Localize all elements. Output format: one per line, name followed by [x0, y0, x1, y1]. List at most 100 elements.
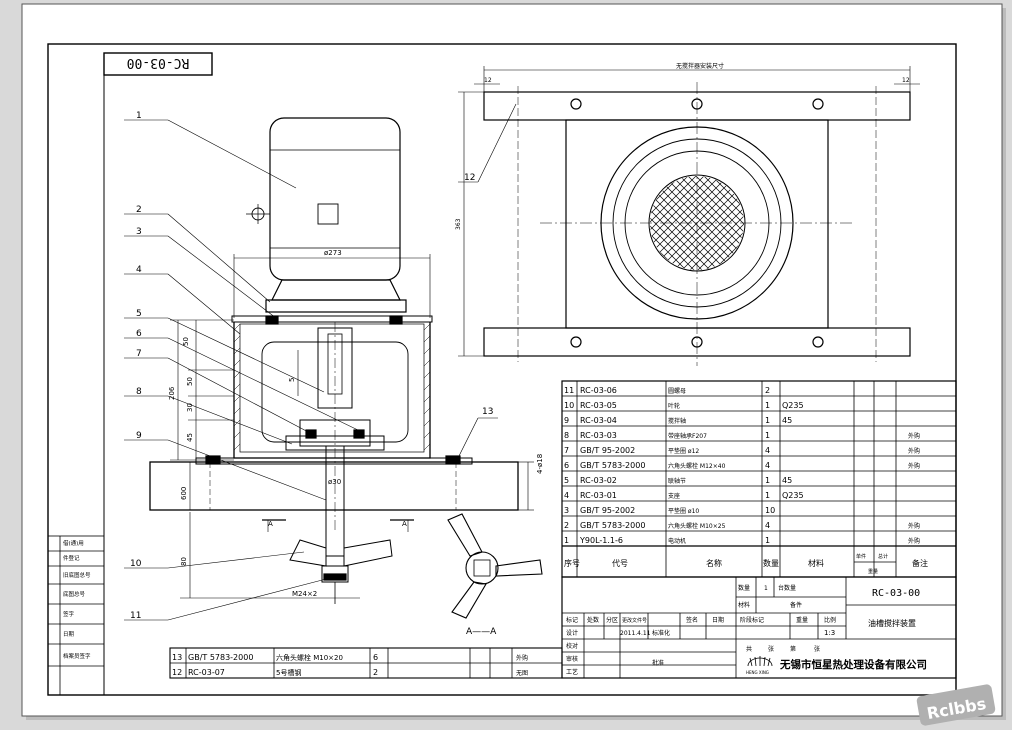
- dim-80: 80: [180, 557, 188, 566]
- bom-cell-code: RC-03-06: [580, 386, 617, 395]
- bom-cell-no: 3: [564, 506, 569, 515]
- logo-text: HENG XING: [746, 670, 769, 675]
- bom-cell-name: 联轴节: [668, 477, 686, 485]
- bom-cell-code: GB/T 95-2002: [580, 446, 635, 455]
- tb-rev-h5: 签名: [686, 616, 698, 624]
- tb-scale-value: 1:3: [824, 629, 835, 637]
- tb-approve: 批准: [652, 659, 664, 667]
- drawing-code-text: RC-03-00: [127, 55, 190, 70]
- tb-sheet-no: 第: [790, 645, 796, 653]
- tb-total-qty: 台数量: [778, 584, 796, 592]
- bom-h-qty: 数量: [763, 558, 779, 568]
- tb-role-process: 工艺: [566, 668, 578, 676]
- balloon-1: 1: [136, 111, 142, 121]
- extra-13-name: 六角头螺栓 M10×20: [276, 653, 343, 662]
- dim-273: ø273: [324, 249, 342, 257]
- bom-cell-qty: 1: [765, 401, 770, 410]
- bom-cell-no: 7: [564, 446, 569, 455]
- dim-50b: 50: [186, 377, 194, 386]
- tb-rev-h3: 分区: [606, 616, 618, 624]
- drawing-frame: [47, 43, 957, 696]
- bom-cell-code: RC-03-03: [580, 431, 617, 440]
- strip-text-5: 签字: [63, 610, 75, 618]
- bom-cell-qty: 1: [765, 431, 770, 440]
- tb-scale: 比例: [824, 616, 836, 624]
- bom-h-no: 序号: [564, 558, 580, 568]
- extra-13-no: 13: [172, 653, 182, 662]
- drawing-code-box: RC-03-00: [103, 52, 213, 76]
- top-dim-12b: 12: [902, 77, 910, 84]
- balloon-5: 5: [136, 309, 142, 319]
- tb-title: 油槽搅拌装置: [868, 618, 916, 628]
- tb-sheet-b: 张: [814, 645, 820, 653]
- bom-cell-name: 六角头螺栓 M12×40: [668, 462, 726, 470]
- bom-cell-note: 外购: [908, 462, 920, 470]
- section-mark-a2: A: [402, 520, 407, 528]
- bom-cell-name: 搅拌轴: [668, 417, 686, 425]
- bom-cell-note: 外购: [908, 537, 920, 545]
- bom-cell-code: RC-03-01: [580, 491, 617, 500]
- top-dim-363: 363: [455, 218, 462, 230]
- bom-cell-name: 平垫圈 ø10: [668, 507, 699, 515]
- bom-cell-name: 叶轮: [668, 402, 680, 410]
- bom-cell-mat: Q235: [782, 491, 804, 500]
- tb-material-value: 备件: [790, 601, 802, 609]
- bom-h-w3: 重量: [868, 568, 878, 575]
- bom-cell-no: 8: [564, 431, 569, 440]
- bom-cell-note: 外购: [908, 447, 920, 455]
- extra-12-no: 12: [172, 668, 182, 677]
- bom-cell-name: 六角头螺栓 M10×25: [668, 522, 726, 530]
- bom-cell-code: RC-03-05: [580, 401, 617, 410]
- left-strip-table: [47, 535, 105, 696]
- tb-role-check: 校对: [566, 642, 578, 650]
- company-logo: [747, 656, 773, 667]
- bom-cell-mat: 45: [782, 416, 792, 425]
- bom-h-mat: 材料: [808, 558, 824, 568]
- bom-cell-qty: 1: [765, 476, 770, 485]
- balloon-13: 13: [482, 407, 493, 417]
- bom-cell-code: GB/T 5783-2000: [580, 461, 645, 470]
- bom-table: [561, 380, 957, 578]
- balloon-6: 6: [136, 329, 142, 339]
- section-a-a-view: [447, 513, 543, 619]
- section-mark-a1: A: [268, 520, 273, 528]
- extra-12-name: 5号槽钢: [276, 668, 301, 677]
- bom-cell-code: Y90L-1.1-6: [579, 536, 623, 545]
- balloon-9: 9: [136, 431, 142, 441]
- bom-cell-note: 外购: [908, 432, 920, 440]
- extra-12-note: 无图: [516, 670, 528, 677]
- bom-h-note: 备注: [912, 558, 928, 568]
- bom-cell-no: 4: [564, 491, 569, 500]
- balloon-2: 2: [136, 205, 142, 215]
- bom-cell-name: 平垫圈 ø12: [668, 447, 699, 455]
- strip-text-4: 底图总号: [63, 590, 86, 598]
- tb-stage: 阶段标记: [740, 616, 764, 624]
- bom-cell-name: 电动机: [668, 537, 686, 545]
- strip-text-1: 借(通)用: [63, 539, 84, 547]
- bom-cell-qty: 10: [765, 506, 775, 515]
- bom-cell-no: 11: [564, 386, 574, 395]
- dim-30: 30: [186, 403, 194, 412]
- tb-rev-h6: 日期: [712, 616, 724, 624]
- extra-13-note: 外购: [516, 654, 528, 662]
- tb-date: 2011.4.11: [620, 630, 651, 637]
- bom-h-code: 代号: [612, 558, 628, 568]
- bom-h-w1: 单件: [856, 553, 866, 560]
- bom-cell-qty: 4: [765, 446, 770, 455]
- bom-cell-qty: 1: [765, 416, 770, 425]
- bom-cell-name: 支座: [668, 492, 680, 500]
- bom-cell-no: 10: [564, 401, 574, 410]
- balloon-4: 4: [136, 265, 142, 275]
- bom-cell-code: RC-03-04: [580, 416, 617, 425]
- dim-206: 206: [168, 386, 176, 400]
- title-block: [561, 576, 957, 679]
- tb-qty-value: 1: [764, 585, 768, 592]
- bom-cell-no: 2: [564, 521, 569, 530]
- bom-cell-code: GB/T 95-2002: [580, 506, 635, 515]
- tb-material-label: 材料: [738, 601, 750, 609]
- top-dim-12a: 12: [484, 77, 492, 84]
- tb-weight: 重量: [796, 616, 808, 624]
- bom-cell-qty: 1: [765, 536, 770, 545]
